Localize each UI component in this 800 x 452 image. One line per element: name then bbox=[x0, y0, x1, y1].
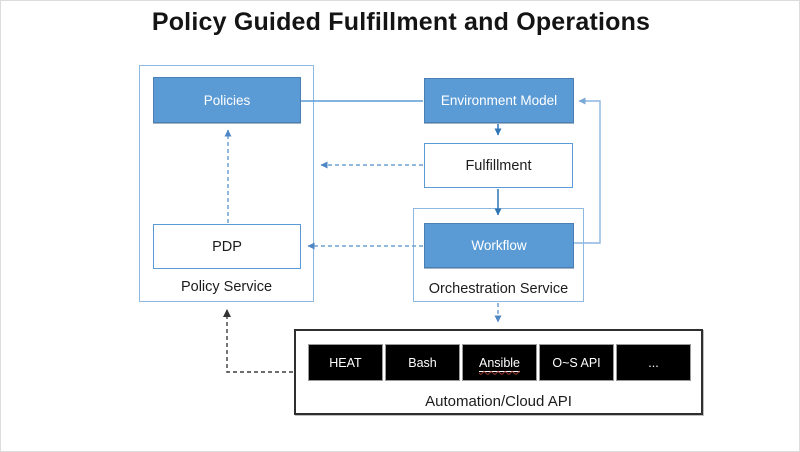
fulfillment-label: Fulfillment bbox=[465, 157, 532, 174]
node-pdp: PDP bbox=[153, 224, 301, 269]
node-environment-model: Environment Model bbox=[424, 78, 574, 123]
policies-label: Policies bbox=[203, 92, 251, 108]
orchestration-service-label: Orchestration Service bbox=[428, 281, 569, 297]
container-policy-service bbox=[139, 65, 314, 302]
automation-label: Automation/Cloud API bbox=[425, 393, 572, 410]
api-box-ellipsis: ... bbox=[616, 344, 691, 381]
ellipsis-label: ... bbox=[648, 355, 659, 370]
api-box-heat: HEAT bbox=[308, 344, 383, 381]
diagram-title: Policy Guided Fulfillment and Operations bbox=[151, 8, 651, 36]
os-api-label: O~S API bbox=[552, 355, 601, 370]
environment-model-label: Environment Model bbox=[440, 93, 558, 108]
api-box-os-api: O~S API bbox=[539, 344, 614, 381]
api-box-ansible: Ansible bbox=[462, 344, 537, 381]
node-fulfillment: Fulfillment bbox=[424, 143, 573, 188]
policy-service-label: Policy Service bbox=[180, 279, 273, 295]
node-policies: Policies bbox=[153, 77, 301, 123]
arrow-automation-to-policy-service bbox=[223, 309, 293, 373]
bash-label: Bash bbox=[408, 355, 437, 370]
api-box-row: HEAT Bash Ansible O~S API ... bbox=[308, 344, 693, 381]
heat-label: HEAT bbox=[329, 355, 362, 370]
api-box-bash: Bash bbox=[385, 344, 460, 381]
workflow-label: Workflow bbox=[471, 238, 527, 253]
ansible-label: Ansible bbox=[479, 355, 520, 372]
node-workflow: Workflow bbox=[424, 223, 574, 268]
pdp-label: PDP bbox=[212, 238, 242, 255]
